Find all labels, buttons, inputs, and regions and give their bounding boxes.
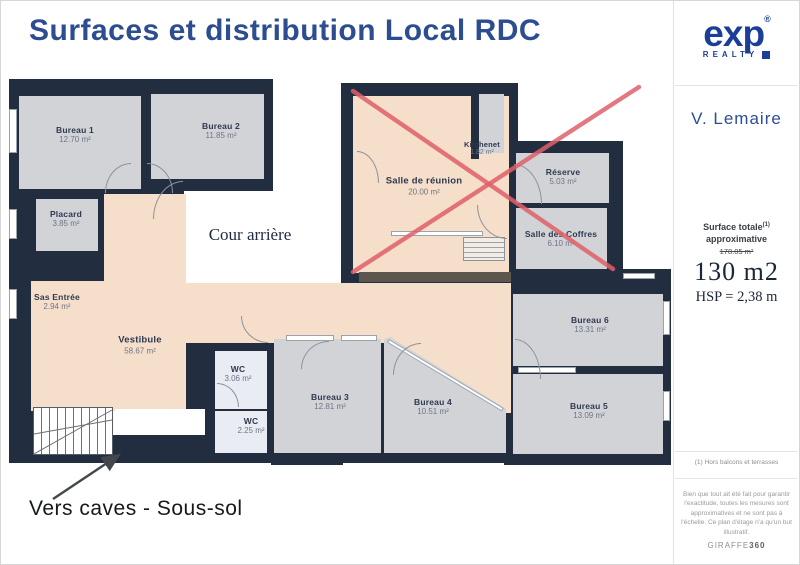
room-bureau-5 xyxy=(513,374,663,454)
separator xyxy=(675,451,797,452)
wall-block xyxy=(115,434,203,448)
surface-label: Surface totale(1) xyxy=(703,222,770,232)
disclaimer-text: Bien que tout ait été fait pour garantir… xyxy=(681,491,792,536)
separator xyxy=(675,478,797,479)
realty-label: REALTY xyxy=(702,50,759,59)
window xyxy=(623,273,655,279)
sidebar xyxy=(673,1,799,564)
registered-mark: ® xyxy=(764,14,771,24)
window xyxy=(9,109,17,153)
surface-value: 130 m2 xyxy=(694,257,779,287)
surface-label-2: approximative xyxy=(705,234,768,245)
room-wc-2 xyxy=(215,411,267,453)
room-bureau-2 xyxy=(151,94,264,179)
stairs xyxy=(33,407,113,455)
window xyxy=(663,391,670,421)
window xyxy=(9,289,17,319)
hall-area xyxy=(104,194,186,409)
small-steps xyxy=(463,237,505,261)
exp-realty-logo: exp® REALTY xyxy=(673,13,799,60)
separator xyxy=(675,85,797,86)
room-bureau-6 xyxy=(513,294,663,366)
hall-area xyxy=(31,281,115,411)
exp-wordmark: exp® xyxy=(703,13,771,54)
surface-footnote: (1) Hors balcons et terrasses xyxy=(694,459,779,466)
agent-name: V. Lemaire xyxy=(691,109,782,128)
window xyxy=(9,209,17,239)
window xyxy=(286,335,334,341)
window xyxy=(341,335,377,341)
surface-block: Surface totale(1) approximative 178.05 m… xyxy=(673,221,799,306)
stairs-lines xyxy=(33,409,113,455)
window xyxy=(663,301,670,335)
courtyard-label: Cour arrière xyxy=(208,225,292,244)
courtyard xyxy=(184,191,341,289)
room-placard xyxy=(36,199,98,251)
page-title: Surfaces et distribution Local RDC xyxy=(29,14,542,47)
ceiling-height-value: HSP = 2,38 m xyxy=(695,289,778,306)
vers-caves-label: Vers caves - Sous-sol xyxy=(29,497,243,520)
surface-struck-value: 178.05 m² xyxy=(719,247,754,257)
logo-square xyxy=(762,50,771,59)
window xyxy=(391,231,483,236)
giraffe360-watermark: GIRAFFE360 xyxy=(707,541,766,550)
door-opening xyxy=(113,409,205,435)
floor-step-strip xyxy=(359,272,511,282)
